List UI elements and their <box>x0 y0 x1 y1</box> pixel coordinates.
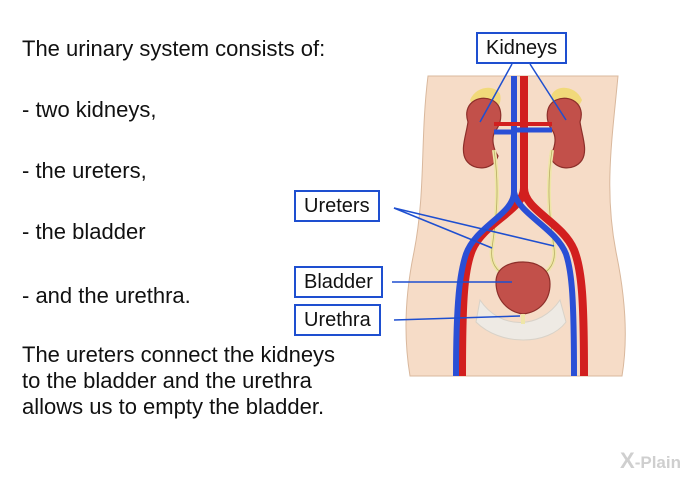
kidneys-label: Kidneys <box>476 32 568 64</box>
bladder-label: Bladder <box>294 266 383 298</box>
ureters-pointer-right <box>393 207 555 247</box>
intro-heading: The urinary system consists of: <box>22 36 326 61</box>
summary-line: The ureters connect the kidneys <box>22 342 336 367</box>
left-kidney <box>462 97 502 169</box>
summary-line: to the bladder and the urethra <box>22 368 312 393</box>
right-iliac-artery <box>520 187 588 377</box>
urethra-pointer <box>393 315 521 321</box>
right-ureter-outline <box>537 149 555 277</box>
summary-line: allows us to empty the bladder. <box>22 394 325 419</box>
ureters-label: Ureters <box>294 190 380 222</box>
logo-mark: X <box>620 448 635 473</box>
right-iliac-vein <box>511 191 577 377</box>
list-item-urethra: - and the urethra. <box>22 283 191 308</box>
bladder <box>495 261 551 315</box>
kidneys-pointer-left <box>479 63 513 123</box>
list-item-kidneys: - two kidneys, <box>22 97 157 122</box>
urethra-label: Urethra <box>294 304 381 336</box>
pelvis-shade <box>475 298 567 341</box>
list-item-ureters: - the ureters, <box>22 158 147 183</box>
right-kidney <box>546 97 586 169</box>
xplain-logo: X-Plain <box>620 448 681 474</box>
vena-cava <box>453 76 517 377</box>
kidneys-pointer-right <box>529 63 567 121</box>
ureters-pointer-left <box>393 207 493 249</box>
list-item-bladder: - the bladder <box>22 219 146 244</box>
summary-paragraph: The ureters connect the kidneys to the b… <box>22 342 422 420</box>
logo-text: -Plain <box>634 453 681 472</box>
